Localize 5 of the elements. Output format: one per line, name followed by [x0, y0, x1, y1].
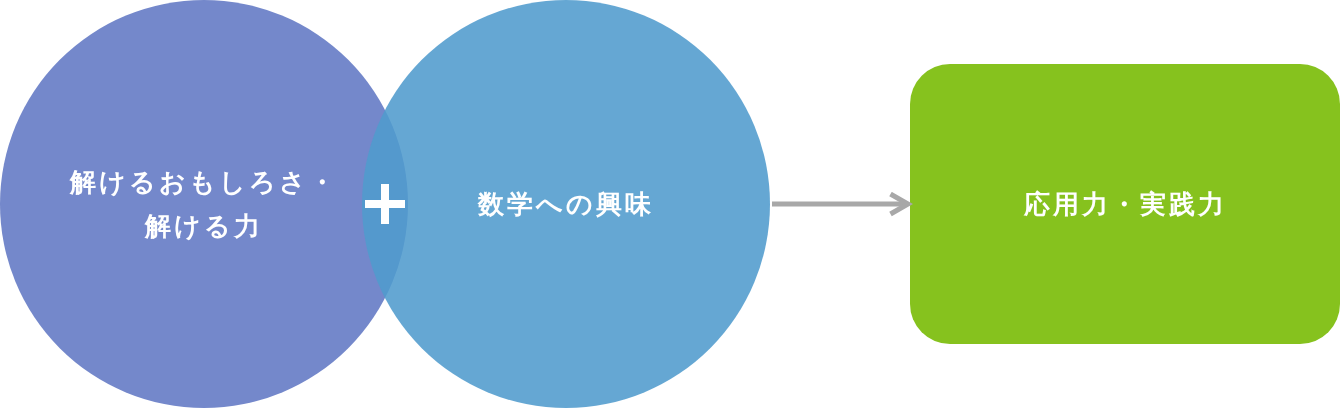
arrow	[772, 191, 911, 217]
node-label: 数学への興味	[478, 188, 654, 221]
rounded-box	[910, 64, 1340, 344]
node-label: 解けるおもしろさ・解ける力	[68, 166, 339, 243]
node-label: 応用力・実践力	[1023, 188, 1227, 221]
